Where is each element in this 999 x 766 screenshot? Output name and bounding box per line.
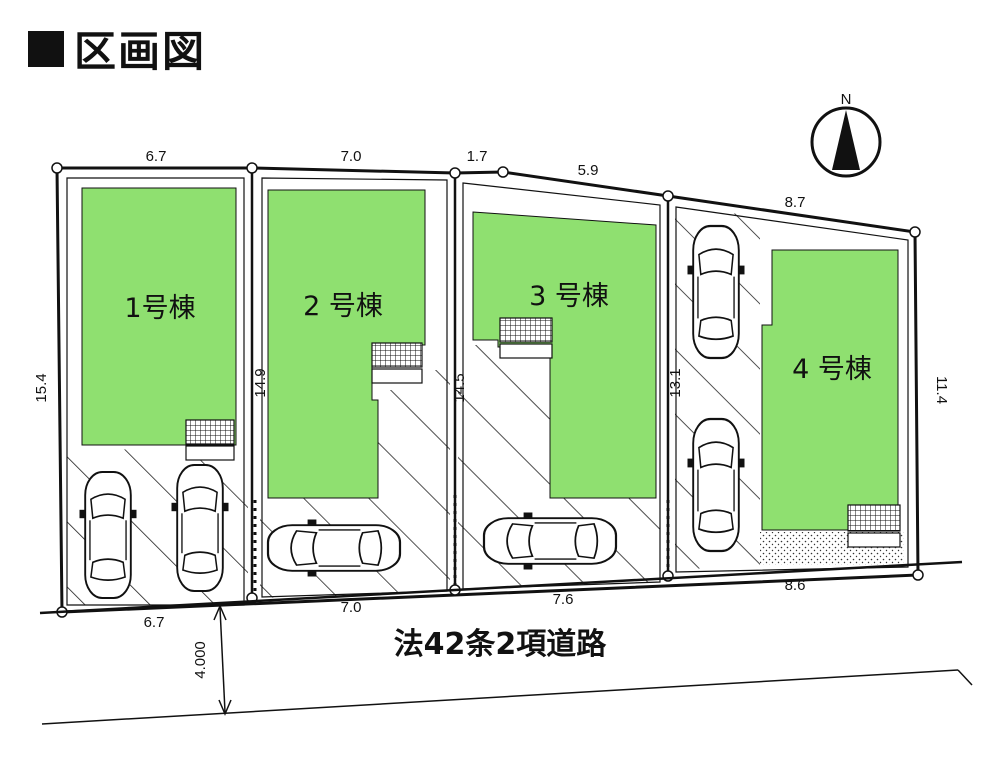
dim-side-2-3: 14.5: [451, 373, 468, 402]
entrance-steps: [185, 317, 901, 548]
lot-label-3: 3 号棟: [529, 281, 609, 312]
building-2: [267, 189, 426, 499]
lot-label-4: 4 号棟: [792, 354, 872, 385]
road-label: 法42条2項道路: [394, 627, 608, 662]
north-arrow-icon: [832, 110, 860, 170]
dim-top-5: 8.7: [785, 194, 806, 211]
car-icon: [686, 224, 746, 360]
compass: N: [810, 91, 882, 178]
buildings: [81, 187, 904, 565]
dim-bottom-2: 7.0: [341, 599, 362, 616]
dim-bottom-4: 8.6: [785, 577, 806, 594]
dim-side-3-4: 13.1: [667, 368, 684, 397]
dim-side-1-2: 14.9: [252, 368, 269, 397]
dim-top-3: 1.7: [467, 148, 488, 165]
dim-side-right: 11.4: [933, 376, 950, 404]
dim-top-1: 6.7: [146, 148, 167, 165]
car-icon: [78, 470, 138, 600]
dim-top-2: 7.0: [341, 148, 362, 165]
title-square-icon: [28, 30, 64, 67]
title-text: 区画図: [74, 27, 207, 76]
car-icon: [266, 518, 402, 578]
dim-bottom-1: 6.7: [144, 614, 165, 631]
lot-label-2: 2 号棟: [303, 291, 383, 322]
dim-top-4: 5.9: [578, 162, 599, 179]
road: [39, 560, 973, 725]
car-icon: [686, 417, 746, 553]
building-4: [761, 249, 899, 531]
dim-side-left: 15.4: [33, 373, 50, 402]
compass-north-label: N: [841, 91, 852, 108]
page-title: 区画図: [28, 18, 206, 79]
lot-label-1: 1号棟: [124, 293, 195, 324]
car-icon: [170, 463, 230, 593]
dim-bottom-3: 7.6: [553, 591, 574, 608]
building-1: [81, 187, 237, 446]
car-icon: [482, 511, 618, 571]
driveway-edges: [253, 495, 670, 596]
road-width: 4.000: [192, 641, 209, 679]
